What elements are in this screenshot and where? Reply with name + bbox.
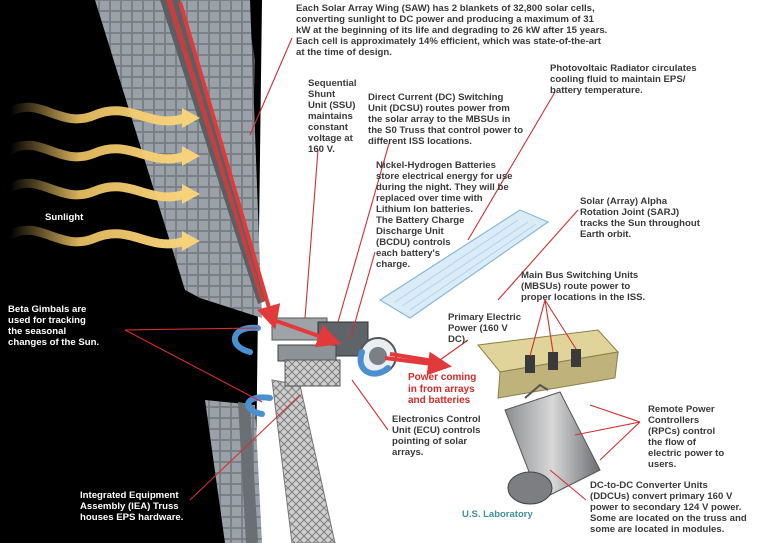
iea-truss <box>271 379 336 543</box>
leader-lines <box>124 37 641 501</box>
power-flow-arrows <box>178 1 452 376</box>
label-rpc: Remote Power Controllers (RPCs) control … <box>648 404 725 470</box>
label-primary-power: Primary Electric Power (160 V DC). <box>448 312 522 345</box>
label-saw: Each Solar Array Wing (SAW) has 2 blanke… <box>296 3 608 58</box>
label-sunlight: Sunlight <box>45 212 84 223</box>
us-laboratory-module <box>504 383 601 505</box>
label-power-coming: Power coming in from arrays and batterie… <box>408 372 477 406</box>
label-sarj: Solar (Array) Alpha Rotation Joint (SARJ… <box>580 196 700 240</box>
label-radiator: Photovoltaic Radiator circulates cooling… <box>550 63 697 96</box>
label-mbsu: Main Bus Switching Units (MBSUs) route p… <box>521 270 646 303</box>
label-ssu: Sequential Shunt Unit (SSU) maintains co… <box>308 78 357 155</box>
label-ecu: Electronics Control Unit (ECU) controls … <box>392 414 481 458</box>
label-dcsu: Direct Current (DC) Switching Unit (DCSU… <box>368 92 524 147</box>
sunlight-rays <box>5 102 190 249</box>
label-iea-truss: Integrated Equipment Assembly (IEA) Trus… <box>80 490 184 523</box>
s0-truss-mbsu <box>477 329 619 399</box>
upper-solar-array-2 <box>150 0 255 300</box>
label-ddcu: DC-to-DC Converter Units (DDCUs) convert… <box>590 480 747 535</box>
label-us-laboratory: U.S. Laboratory <box>462 509 533 520</box>
label-beta-gimbals: Beta Gimbals are used for tracking the s… <box>8 304 100 348</box>
label-batteries: Nickel-Hydrogen Batteries store electric… <box>376 160 513 270</box>
